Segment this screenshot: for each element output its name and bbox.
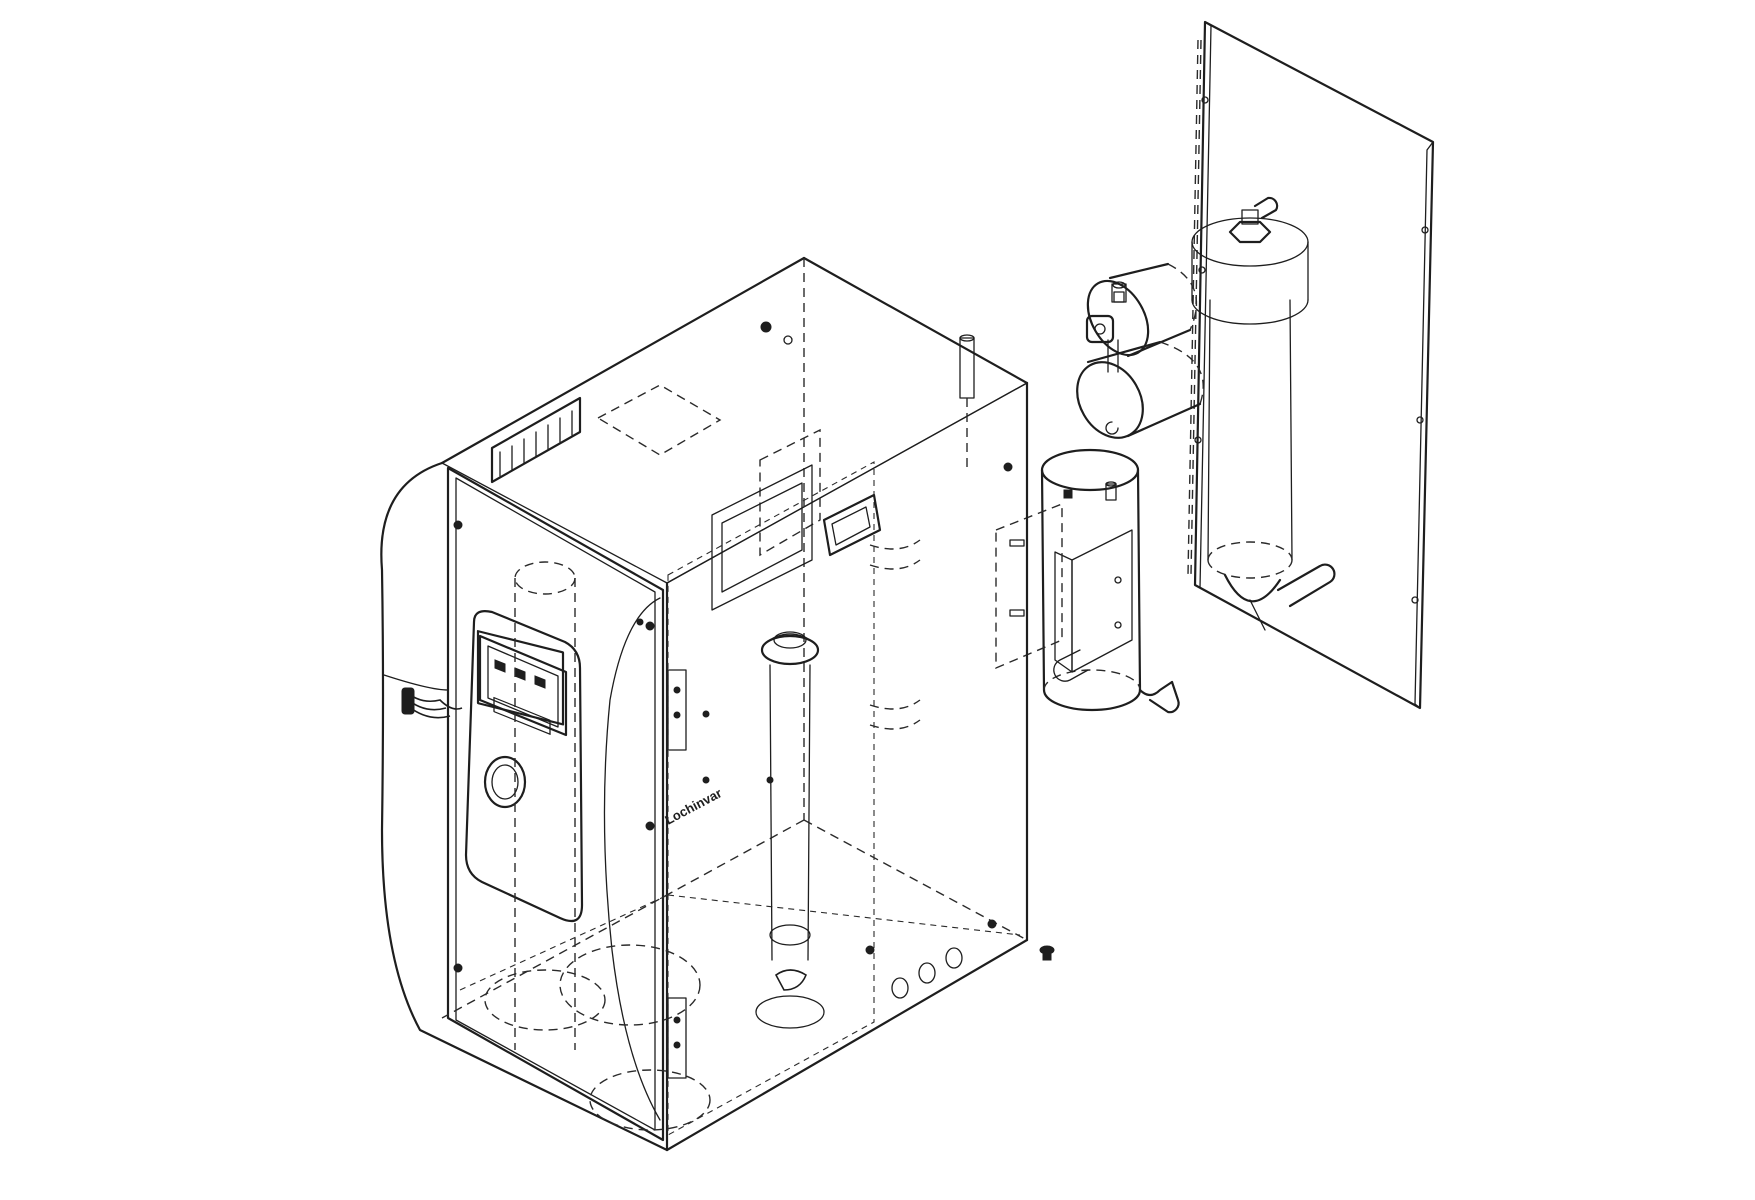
- cabinet-enclosure: [380, 256, 1029, 1152]
- cabinet-screws: [453, 321, 1013, 973]
- tank-cylinders: [995, 340, 1204, 714]
- control-panel: Lochinvar: [401, 610, 724, 923]
- side-panel: [1187, 20, 1435, 710]
- panel-screw-holes: [1194, 96, 1429, 604]
- filter-canister: [1191, 196, 1336, 631]
- mounting-screw: [1039, 945, 1055, 961]
- interior-components: [484, 334, 975, 1131]
- brand-text: Lochinvar: [662, 785, 724, 827]
